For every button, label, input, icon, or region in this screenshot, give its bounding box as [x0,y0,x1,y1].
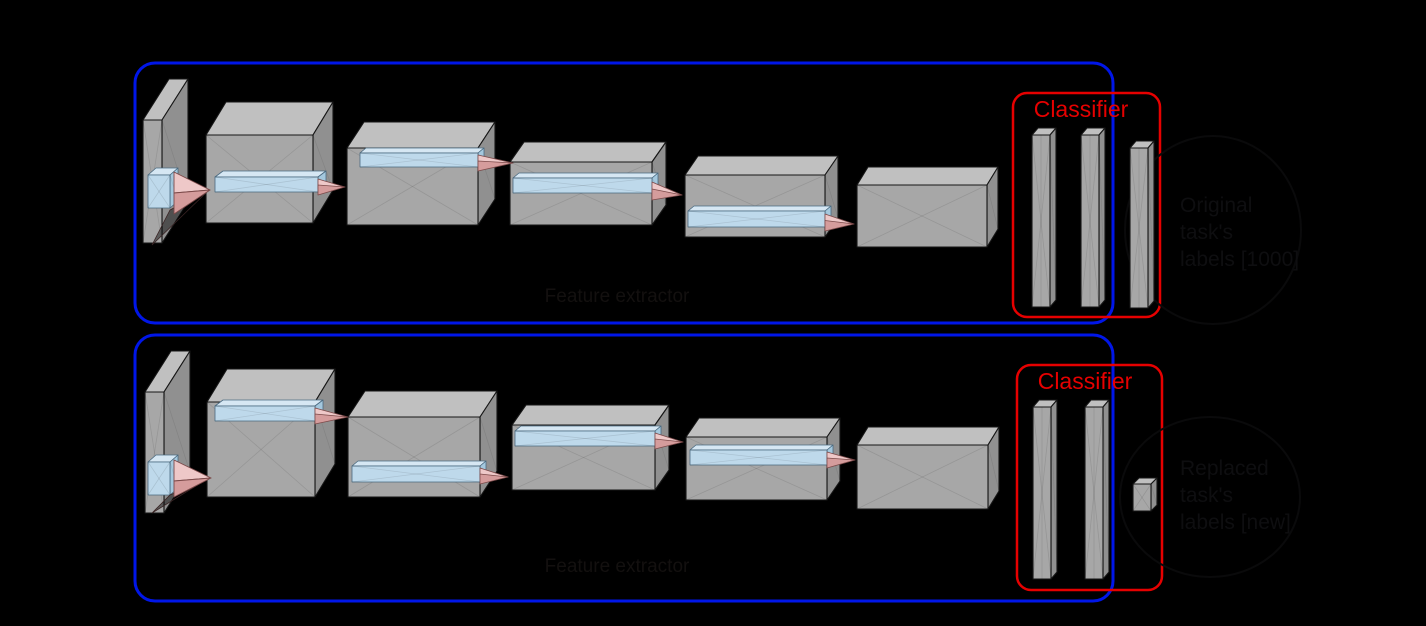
classifier-label-bottom: Classifier [1037,368,1133,394]
input-kernel-cube-bottom [147,454,179,496]
fc-bar-3-top [1129,140,1155,309]
annotation-ellipse-top [1124,135,1302,325]
feature-extractor-label-top: Feature extractor [544,286,690,307]
annotation-bottom-line-2: task's [1180,484,1234,507]
feature-extractor-frame-top [133,61,1115,325]
classifier-frame-top [1011,91,1162,319]
kernel-slab-2-bottom [351,460,509,485]
fc-bar-1-top [1031,127,1057,308]
annotation-top-line-2: task's [1180,221,1234,244]
kernel-slab-2-top [359,147,514,172]
annotation-bottom-line-3: labels [new] [1180,511,1291,534]
input-layer-top [142,78,189,244]
feature-extractor-frame-bottom [133,333,1115,603]
fc-bar-2-top [1080,127,1106,308]
input-projection-pyramid-bottom [151,459,212,514]
kernel-slab-1-bottom [214,399,349,425]
input-kernel-cube-top [147,167,179,209]
kernel-slab-1-top [214,170,346,196]
conv-block-1-top [205,101,334,224]
conv-block-2-top [346,121,496,226]
annotation-ellipse-bottom [1119,416,1301,578]
conv-block-5-bottom [856,426,1000,510]
kernel-slab-4-bottom [689,444,856,469]
fc-bar-2-bottom [1084,399,1110,580]
annotation-top-line-3: labels [1000] [1180,248,1300,271]
kernel-slab-4-top [687,205,855,232]
annotation-bottom-line-1: Replaced [1180,457,1269,480]
annotation-top-line-1: Original [1180,194,1253,217]
kernel-slab-3-bottom [514,425,684,450]
conv-block-1-bottom [206,368,336,498]
input-projection-pyramid-top [151,171,211,246]
output-cube-bottom [1132,477,1158,512]
feature-extractor-label-bottom: Feature extractor [544,556,690,577]
classifier-label-top: Classifier [1033,96,1129,122]
conv-block-5-top [856,166,999,248]
kernel-slab-3-top [512,172,683,201]
conv-block-3-bottom [511,404,670,491]
fc-bar-1-bottom [1032,399,1058,580]
classifier-frame-bottom [1015,363,1164,592]
